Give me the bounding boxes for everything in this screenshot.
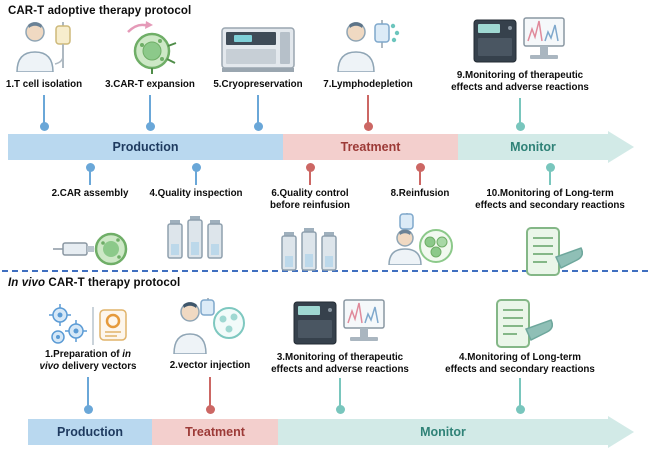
virus-vectors-icon [46, 303, 130, 349]
invivo-phase-monitor-label: Monitor [420, 425, 466, 439]
invivo-vector-preparation-dot [83, 404, 93, 414]
section-divider [2, 270, 648, 272]
adoptive-protocol-title: CAR-T adoptive therapy protocol [8, 5, 192, 17]
adoptive-reinfusion-label: 8.Reinfusion [390, 188, 450, 199]
invivo-phase-production: Production [28, 419, 152, 445]
adoptive-phase-treatment-label: Treatment [340, 140, 401, 154]
invivo-vector-injection-connector [209, 377, 211, 409]
adoptive-t-cell-isolation-connector [43, 95, 45, 126]
adoptive-car-assembly-connector [89, 167, 91, 185]
invivo-vector-injection-label: 2.vector injection [169, 360, 251, 371]
adoptive-quality-inspection-connector [195, 167, 197, 185]
invivo-vector-preparation-connector [87, 377, 89, 409]
adoptive-quality-control-reinfusion-dot [305, 162, 315, 172]
adoptive-phase-monitor-label: Monitor [510, 140, 556, 154]
adoptive-reinfusion-dot [415, 162, 425, 172]
adoptive-phase-production-label: Production [112, 140, 179, 154]
invivo-invivo-monitoring-therapeutic-connector [339, 378, 341, 409]
cryo-machine-icon [220, 24, 296, 74]
adoptive-lymphodepletion-dot [363, 121, 373, 131]
adoptive-quality-inspection-label: 4.Quality inspection [149, 188, 243, 199]
adoptive-monitoring-long-term-dot [545, 162, 555, 172]
adoptive-car-assembly-dot [85, 162, 95, 172]
adoptive-car-t-expansion-connector [149, 95, 151, 126]
checklist-hand-icon [517, 226, 584, 278]
flasks-icon [278, 226, 342, 272]
adoptive-car-t-expansion-label: 3.CAR-T expansion [105, 79, 195, 90]
adoptive-lymphodepletion-connector [367, 95, 369, 126]
adoptive-phase-monitor: Monitor [458, 134, 608, 160]
checklist-hand-icon [487, 298, 554, 350]
invivo-phase-treatment-label: Treatment [185, 425, 245, 439]
monitor-machine-icon [292, 298, 388, 348]
invivo-phase-monitor: Monitor [278, 419, 608, 445]
adoptive-phase-production: Production [8, 134, 283, 160]
adoptive-phase-treatment: Treatment [283, 134, 458, 160]
monitor-machine-icon [472, 16, 568, 66]
invivo-phase-treatment: Treatment [152, 419, 278, 445]
adoptive-t-cell-isolation-dot [39, 121, 49, 131]
invivo-invivo-monitoring-therapeutic-dot [335, 404, 345, 414]
patient-infusion-icon [336, 18, 400, 73]
invivo-invivo-monitoring-long-term-dot [515, 404, 525, 414]
invivo-phase-production-label: Production [57, 425, 123, 439]
adoptive-quality-control-reinfusion-connector [309, 167, 311, 185]
invivo-invivo-monitoring-long-term-connector [519, 378, 521, 409]
adoptive-monitoring-therapeutic-connector [519, 98, 521, 126]
adoptive-car-assembly-label: 2.CAR assembly [51, 188, 129, 199]
flasks-icon [164, 214, 228, 260]
adoptive-quality-inspection-dot [191, 162, 201, 172]
invivo-vector-injection-dot [205, 404, 215, 414]
syringe-cell-icon [51, 227, 129, 271]
adoptive-car-t-expansion-dot [145, 121, 155, 131]
adoptive-lymphodepletion-label: 7.Lymphodepletion [323, 79, 413, 90]
patient-syringe-icon [172, 296, 248, 355]
car-t-cell-icon [118, 20, 182, 74]
adoptive-cryopreservation-dot [253, 121, 263, 131]
patient-iv-icon [13, 18, 75, 73]
invivo-protocol-title: In vivo CAR-T therapy protocol [8, 277, 181, 289]
adoptive-t-cell-isolation-label: 1.T cell isolation [5, 79, 83, 90]
patient-cells-icon [385, 211, 455, 266]
adoptive-monitoring-long-term-connector [549, 167, 551, 185]
adoptive-monitoring-therapeutic-dot [515, 121, 525, 131]
adoptive-reinfusion-connector [419, 167, 421, 185]
adoptive-cryopreservation-connector [257, 95, 259, 126]
adoptive-arrowhead [608, 131, 634, 163]
adoptive-cryopreservation-label: 5.Cryopreservation [213, 79, 303, 90]
invivo-arrowhead [608, 416, 634, 448]
